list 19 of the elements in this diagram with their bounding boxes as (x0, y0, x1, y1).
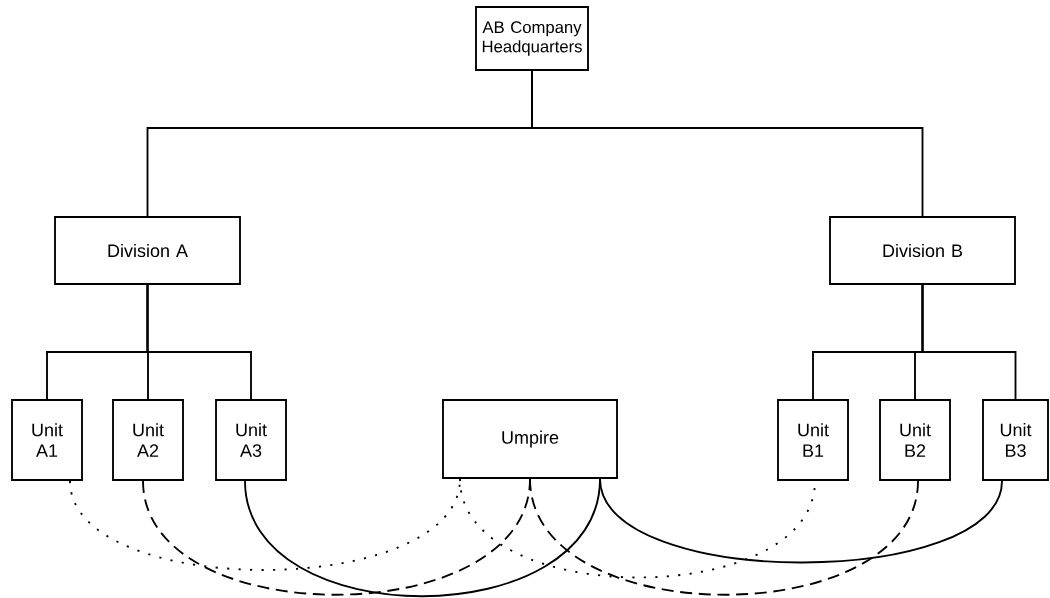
box: Unit B2 (879, 399, 951, 481)
box: Unit A3 (215, 399, 287, 481)
connector (69, 478, 461, 571)
box: Umpire (442, 399, 618, 479)
connector (244, 478, 601, 598)
connector (529, 478, 919, 596)
box: Division B (829, 216, 1016, 285)
connector (921, 284, 1017, 400)
box: Unit B3 (982, 399, 1049, 481)
connector (142, 478, 531, 596)
connector (459, 478, 816, 579)
connector (531, 70, 924, 217)
box: Division A (54, 216, 241, 285)
connector (146, 284, 252, 400)
box: AB Company Headquarters (475, 6, 589, 71)
box: Unit A1 (11, 399, 83, 481)
box: Unit A2 (112, 399, 184, 481)
connector (599, 478, 1003, 564)
box: Unit B1 (777, 399, 849, 481)
